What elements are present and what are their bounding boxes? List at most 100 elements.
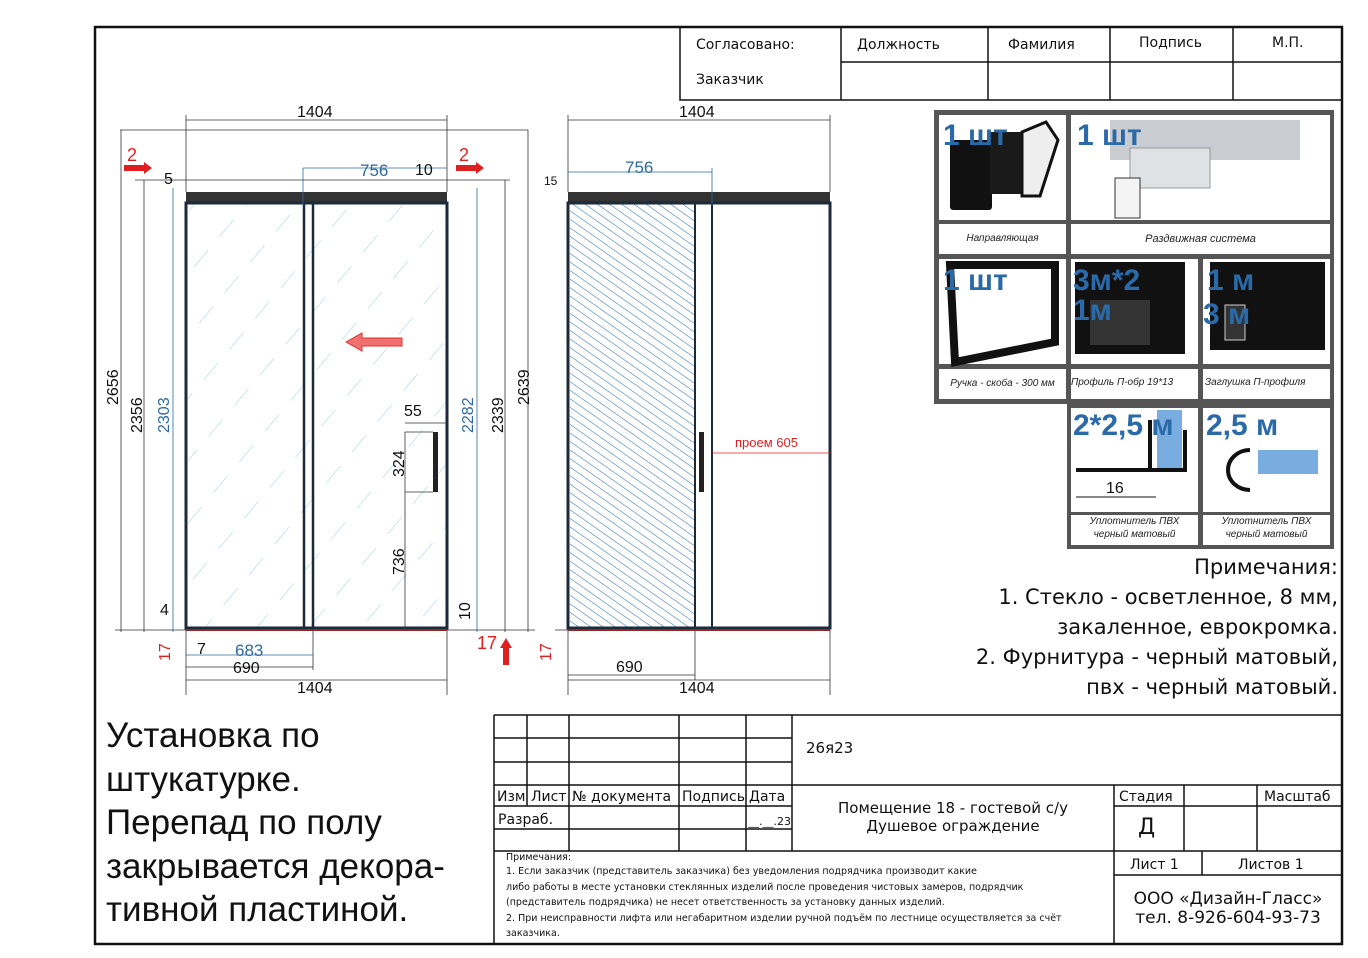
dim-height-glass-left: 2303 (156, 397, 173, 433)
dim-fixed-panel: 690 (233, 660, 260, 677)
right-dim-floor: 17 (538, 643, 555, 661)
right-view-geometry (555, 115, 832, 695)
col-position: Должность (857, 37, 940, 53)
caption-sliding-system: Раздвижная система (1145, 233, 1256, 245)
dim-height-total: 2656 (105, 369, 122, 405)
header-sheet: Лист (531, 789, 567, 805)
hatched-door (570, 204, 695, 628)
notes: Примечания: 1. Стекло - осветленное, 8 м… (976, 552, 1338, 702)
install-note-line: Перепад по полу (106, 803, 382, 842)
caption-seal-1b: черный матовый (1093, 529, 1176, 540)
caption-guide: Направляющая (966, 233, 1039, 244)
header-change: Изм (497, 789, 526, 805)
col-surname: Фамилия (1008, 37, 1075, 53)
right-dim-door-width: 756 (625, 158, 654, 177)
remark-line: 2. При неисправности лифта или негабарит… (506, 912, 1062, 924)
approval-table (679, 26, 1343, 101)
dim-height-glass-right: 2282 (460, 397, 477, 433)
dim-handle-offset: 55 (404, 403, 422, 420)
install-note-line: закрывается декора- (106, 846, 445, 886)
section-mark-left: 2 (127, 145, 138, 165)
dim-height-right-total: 2639 (516, 369, 533, 405)
caption-handle: Ручка - скоба - 300 мм (950, 378, 1055, 389)
sheet-number: Лист 1 (1130, 857, 1179, 873)
seal-1-dim: 16 (1106, 480, 1124, 497)
customer-label: Заказчик (696, 72, 764, 88)
header-date: Дата (749, 789, 786, 805)
components-grid (934, 110, 1334, 549)
dim-door-width: 756 (360, 161, 389, 180)
dim-fixed-glass: 683 (235, 641, 264, 660)
remark-line: заказчика. (506, 928, 560, 939)
remark-line: либо работы в месте установки стеклянных… (506, 881, 1024, 893)
caption-seal-1a: Уплотнитель ПВХ (1089, 516, 1180, 527)
qty-handle: 1 шт (943, 264, 1008, 297)
notes-title: Примечания: (1194, 555, 1338, 579)
dim-handle-height: 736 (391, 548, 408, 575)
date-value: __.__.23 (748, 815, 791, 828)
company-phone: тел. 8-926-604-93-73 (1135, 908, 1321, 928)
opening-label: проем 605 (735, 435, 798, 450)
stage-value: Д (1138, 815, 1156, 840)
top-rail (186, 192, 447, 203)
qty-profile-2: 1м (1073, 294, 1112, 327)
dim-gap-top-right: 10 (415, 162, 433, 179)
qty-cap-2: 3 м (1203, 298, 1251, 331)
right-dim-width-bottom: 1404 (679, 680, 715, 697)
dim-width-top: 1404 (297, 104, 333, 121)
agreed-label: Согласовано: (696, 37, 795, 53)
slide-arrow (344, 332, 403, 352)
seal-glass-image (1157, 410, 1182, 470)
title-block-lines (493, 714, 1342, 944)
qty-sliding-system: 1 шт (1077, 119, 1142, 152)
note-line: пвх - черный матовый. (1086, 675, 1338, 699)
caption-profile: Профиль П-обр 19*13 (1071, 377, 1174, 388)
remarks: Примечания: 1. Если заказчик (представит… (506, 851, 1062, 942)
dim-gap-bottom-right: 10 (457, 602, 474, 620)
scale-label: Масштаб (1264, 789, 1331, 805)
dim-gap-top-left: 5 (164, 171, 173, 188)
note-line: закаленное, еврокромка. (1057, 615, 1338, 639)
title-line-1: Помещение 18 - гостевой с/у (838, 799, 1068, 817)
note-line: 2. Фурнитура - черный матовый, (975, 645, 1338, 669)
col-signature: Подпись (1139, 35, 1202, 51)
title-line-2: Душевое ограждение (866, 817, 1040, 835)
stage-label: Стадия (1119, 789, 1173, 805)
header-signature: Подпись (682, 789, 745, 805)
qty-cap-1: 1 м (1207, 264, 1255, 297)
header-doc-number: № документа (572, 789, 672, 805)
glass-fill (188, 204, 446, 628)
dim-floor-left: 17 (157, 643, 174, 661)
dim-gap-side: 7 (197, 641, 206, 658)
guide-image (950, 140, 992, 210)
install-note: Установка по штукатурке. Перепад по полу… (106, 714, 445, 932)
dim-handle-length: 324 (391, 450, 408, 477)
seal-bubble-image (1226, 448, 1251, 492)
document-code: 26я23 (806, 739, 854, 757)
remark-line: (представитель подрядчика) не несет отве… (506, 897, 945, 908)
right-dim-gap-top: 15 (544, 174, 558, 188)
install-note-line: тивной пластиной. (106, 890, 409, 929)
dim-height-frame: 2356 (129, 397, 146, 433)
remark-line: Примечания: (506, 852, 572, 863)
section-mark-right: 2 (459, 145, 470, 165)
note-line: 1. Стекло - осветленное, 8 мм, (998, 585, 1338, 609)
sheets-total: Листов 1 (1238, 857, 1304, 873)
install-note-line: штукатурке. (106, 759, 301, 799)
handle-image (945, 261, 1059, 367)
right-dim-width-top: 1404 (679, 104, 715, 121)
qty-seal-2: 2,5 м (1206, 409, 1279, 442)
dim-height-right-frame: 2339 (490, 397, 507, 433)
company-name: ООО «Дизайн-Гласс» (1133, 889, 1323, 909)
frame (184, 201, 449, 630)
qty-seal-1: 2*2,5 м (1073, 409, 1174, 442)
col-stamp: М.П. (1272, 35, 1304, 51)
left-view-geometry (115, 115, 535, 695)
qty-profile-1: 3м*2 (1073, 264, 1141, 297)
dim-gap-bottom-left: 4 (160, 602, 169, 619)
developer-label: Разраб. (498, 812, 554, 828)
install-note-line: Установка по (106, 716, 320, 755)
right-dim-fixed-panel: 690 (616, 659, 643, 676)
